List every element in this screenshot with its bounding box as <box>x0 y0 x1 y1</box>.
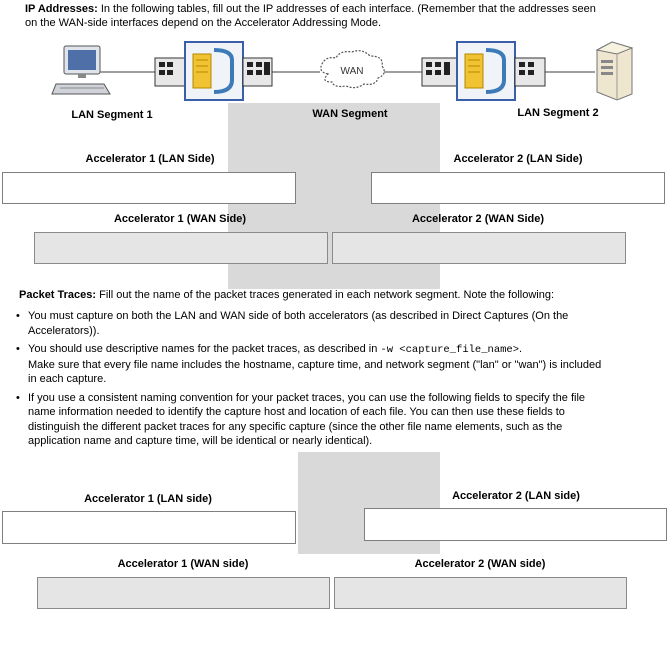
ip-acc1-wan-field[interactable] <box>34 232 328 264</box>
trace-acc2-lan-input[interactable] <box>365 509 666 540</box>
ip-addresses-text-2: on the WAN-side interfaces depend on the… <box>25 17 382 29</box>
wan-cloud-icon <box>320 50 385 89</box>
ip-acc1-lan-field[interactable] <box>2 172 296 204</box>
ip-acc1-wan-label: Accelerator 1 (WAN Side) <box>113 213 247 225</box>
trace-acc2-wan-input[interactable] <box>335 578 626 608</box>
ip-acc2-lan-field[interactable] <box>371 172 665 204</box>
wan-cloud-label: WAN <box>340 66 364 77</box>
accelerator-1-icon <box>154 41 273 101</box>
ip-acc2-lan-input[interactable] <box>372 173 664 203</box>
note-item-descriptive-names: You should use descriptive names for the… <box>16 342 666 387</box>
ip-acc1-lan-label: Accelerator 1 (LAN Side) <box>85 153 215 165</box>
trace-acc1-lan-field[interactable] <box>2 511 296 544</box>
notes-list: You must capture on both the LAN and WAN… <box>16 309 666 449</box>
network-diagram <box>51 41 634 101</box>
trace-acc1-wan-input[interactable] <box>38 578 329 608</box>
server-icon <box>595 41 634 101</box>
trace-acc1-wan-label: Accelerator 1 (WAN side) <box>117 558 249 570</box>
trace-acc1-lan-input[interactable] <box>3 512 295 543</box>
ip-acc2-wan-input[interactable] <box>333 233 625 263</box>
ip-addresses-text-1: In the following tables, fill out the IP… <box>97 3 596 15</box>
packet-traces-heading: Packet Traces: <box>19 289 97 301</box>
trace-acc1-wan-field[interactable] <box>37 577 330 609</box>
ip-acc1-lan-input[interactable] <box>3 173 295 203</box>
packet-traces-intro: Fill out the name of the packet traces g… <box>96 289 555 301</box>
capture-file-name-code: -w <capture_file_name> <box>380 344 520 356</box>
packet-traces-notes: You must capture on both the LAN and WAN… <box>16 309 666 453</box>
trace-acc1-lan-label: Accelerator 1 (LAN side) <box>84 493 212 505</box>
trace-acc2-lan-label: Accelerator 2 (LAN side) <box>452 490 580 502</box>
ip-addresses-heading: IP Addresses: <box>25 3 98 15</box>
lan-segment-2-label: LAN Segment 2 <box>517 107 599 119</box>
ip-acc2-wan-field[interactable] <box>332 232 626 264</box>
wan-segment-label: WAN Segment <box>312 108 388 120</box>
ip-acc2-lan-label: Accelerator 2 (LAN Side) <box>453 153 583 165</box>
accelerator-2-icon <box>421 41 546 101</box>
trace-acc2-wan-field[interactable] <box>334 577 627 609</box>
ip-addresses-paragraph: IP Addresses: In the following tables, f… <box>25 2 665 30</box>
packet-traces-paragraph: Packet Traces: Fill out the name of the … <box>19 288 659 302</box>
note-item-capture-both-sides: You must capture on both the LAN and WAN… <box>16 309 666 338</box>
note-item-naming-convention: If you use a consistent naming conventio… <box>16 391 666 449</box>
ip-acc1-wan-input[interactable] <box>35 233 327 263</box>
trace-acc2-lan-field[interactable] <box>364 508 667 541</box>
lan-segment-1-label: LAN Segment 1 <box>71 109 153 121</box>
ip-acc2-wan-label: Accelerator 2 (WAN Side) <box>411 213 545 225</box>
client-computer-icon <box>51 45 111 95</box>
trace-acc2-wan-label: Accelerator 2 (WAN side) <box>414 558 546 570</box>
